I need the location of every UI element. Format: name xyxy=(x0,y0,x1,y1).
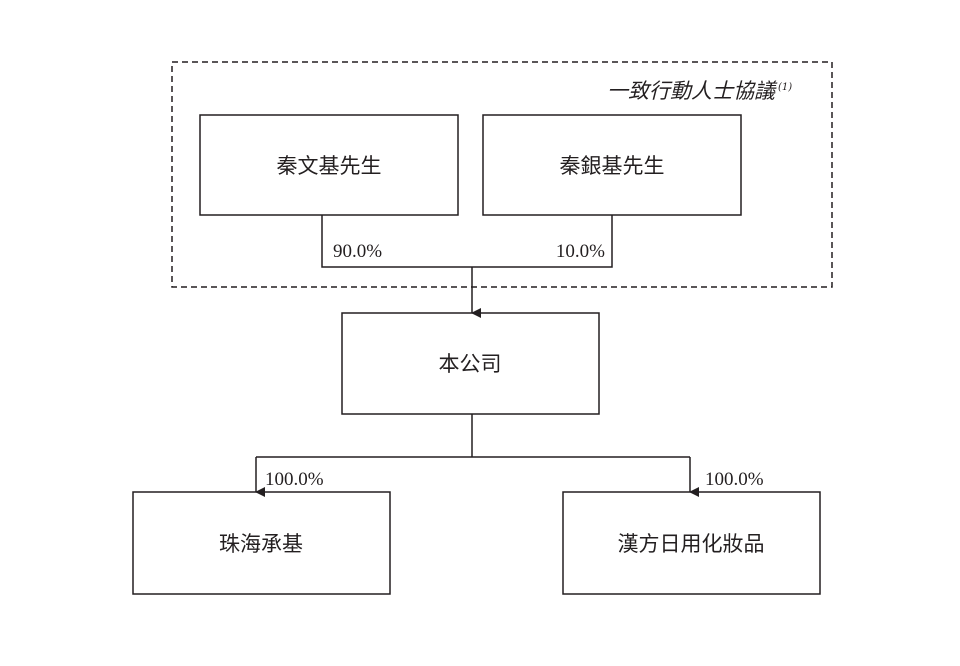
subsidiary-stake-1: 100.0% xyxy=(265,469,324,490)
subsidiary-box-2 xyxy=(562,491,821,595)
subsidiary-name-2: 漢方日用化妝品 xyxy=(618,532,765,556)
shareholder-name-1: 秦文基先生 xyxy=(277,154,382,178)
group-label: 一致行動人士協議 xyxy=(607,79,778,103)
subsidiary-name-1: 珠海承基 xyxy=(219,532,303,556)
company-box xyxy=(341,312,600,415)
shareholder-stake-1: 90.0% xyxy=(333,241,382,262)
shareholder-stake-2: 10.0% xyxy=(556,241,605,262)
group-note-marker: (1) xyxy=(778,82,792,93)
shareholder-name-2: 秦銀基先生 xyxy=(560,154,665,178)
subsidiary-box-1 xyxy=(132,491,391,595)
company-name: 本公司 xyxy=(439,352,502,376)
shareholder-box-1 xyxy=(199,114,459,216)
concert-party-group-box xyxy=(171,61,833,288)
connector-shareholders xyxy=(321,215,613,268)
subsidiary-stake-2: 100.0% xyxy=(705,469,764,490)
